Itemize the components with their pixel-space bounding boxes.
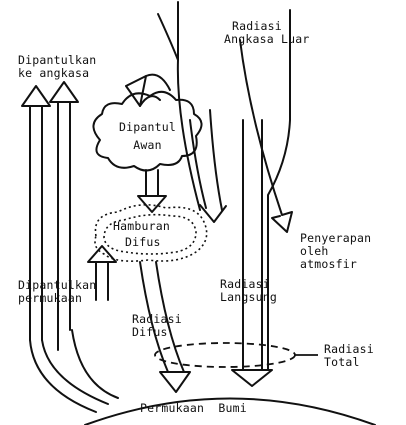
- cloud-down-arrow-shaft: [146, 170, 158, 196]
- direct-arrow-shaft: [243, 120, 262, 370]
- surface-reflect-path: [72, 330, 118, 398]
- incoming-beam-left-edge: [178, 2, 200, 210]
- label-radiasi-difus: Radiasi Difus: [132, 313, 182, 339]
- scatter-branch-right: [210, 110, 222, 210]
- absorption-branch: [240, 40, 292, 232]
- reflect-space-outer-head: [22, 86, 50, 106]
- ground-reflect-curve: [30, 340, 108, 412]
- label-dipantul-awan: Dipantul Awan: [119, 118, 176, 154]
- incoming-beam-right-edge: [268, 10, 290, 370]
- diffuse-arrowhead: [160, 372, 190, 392]
- ground-to-scatter-left: [96, 262, 108, 300]
- direct-arrowhead: [232, 370, 272, 386]
- reflect-space-inner: [58, 102, 70, 350]
- label-permukaan-bumi: Permukaan Bumi: [140, 402, 247, 415]
- label-radiasi-angkasa: Radiasi Angkasa Luar: [224, 20, 309, 46]
- reflect-space-inner-head: [50, 82, 78, 102]
- label-hamburan-difus: Hamburan Difus: [113, 218, 170, 250]
- cloud-down-arrowhead: [138, 196, 166, 212]
- label-penyerapan: Penyerapan oleh atmosfir: [300, 232, 371, 271]
- label-radiasi-total: Radiasi Total: [324, 343, 374, 369]
- label-dipantulkan-angkasa: Dipantulkan ke angkasa: [18, 54, 96, 80]
- label-radiasi-langsung: Radiasi Langsung: [220, 278, 277, 304]
- cloud-arrow-body: [158, 14, 178, 60]
- label-dipantulkan-permukaan: Dipantulkan permukaan: [18, 279, 96, 305]
